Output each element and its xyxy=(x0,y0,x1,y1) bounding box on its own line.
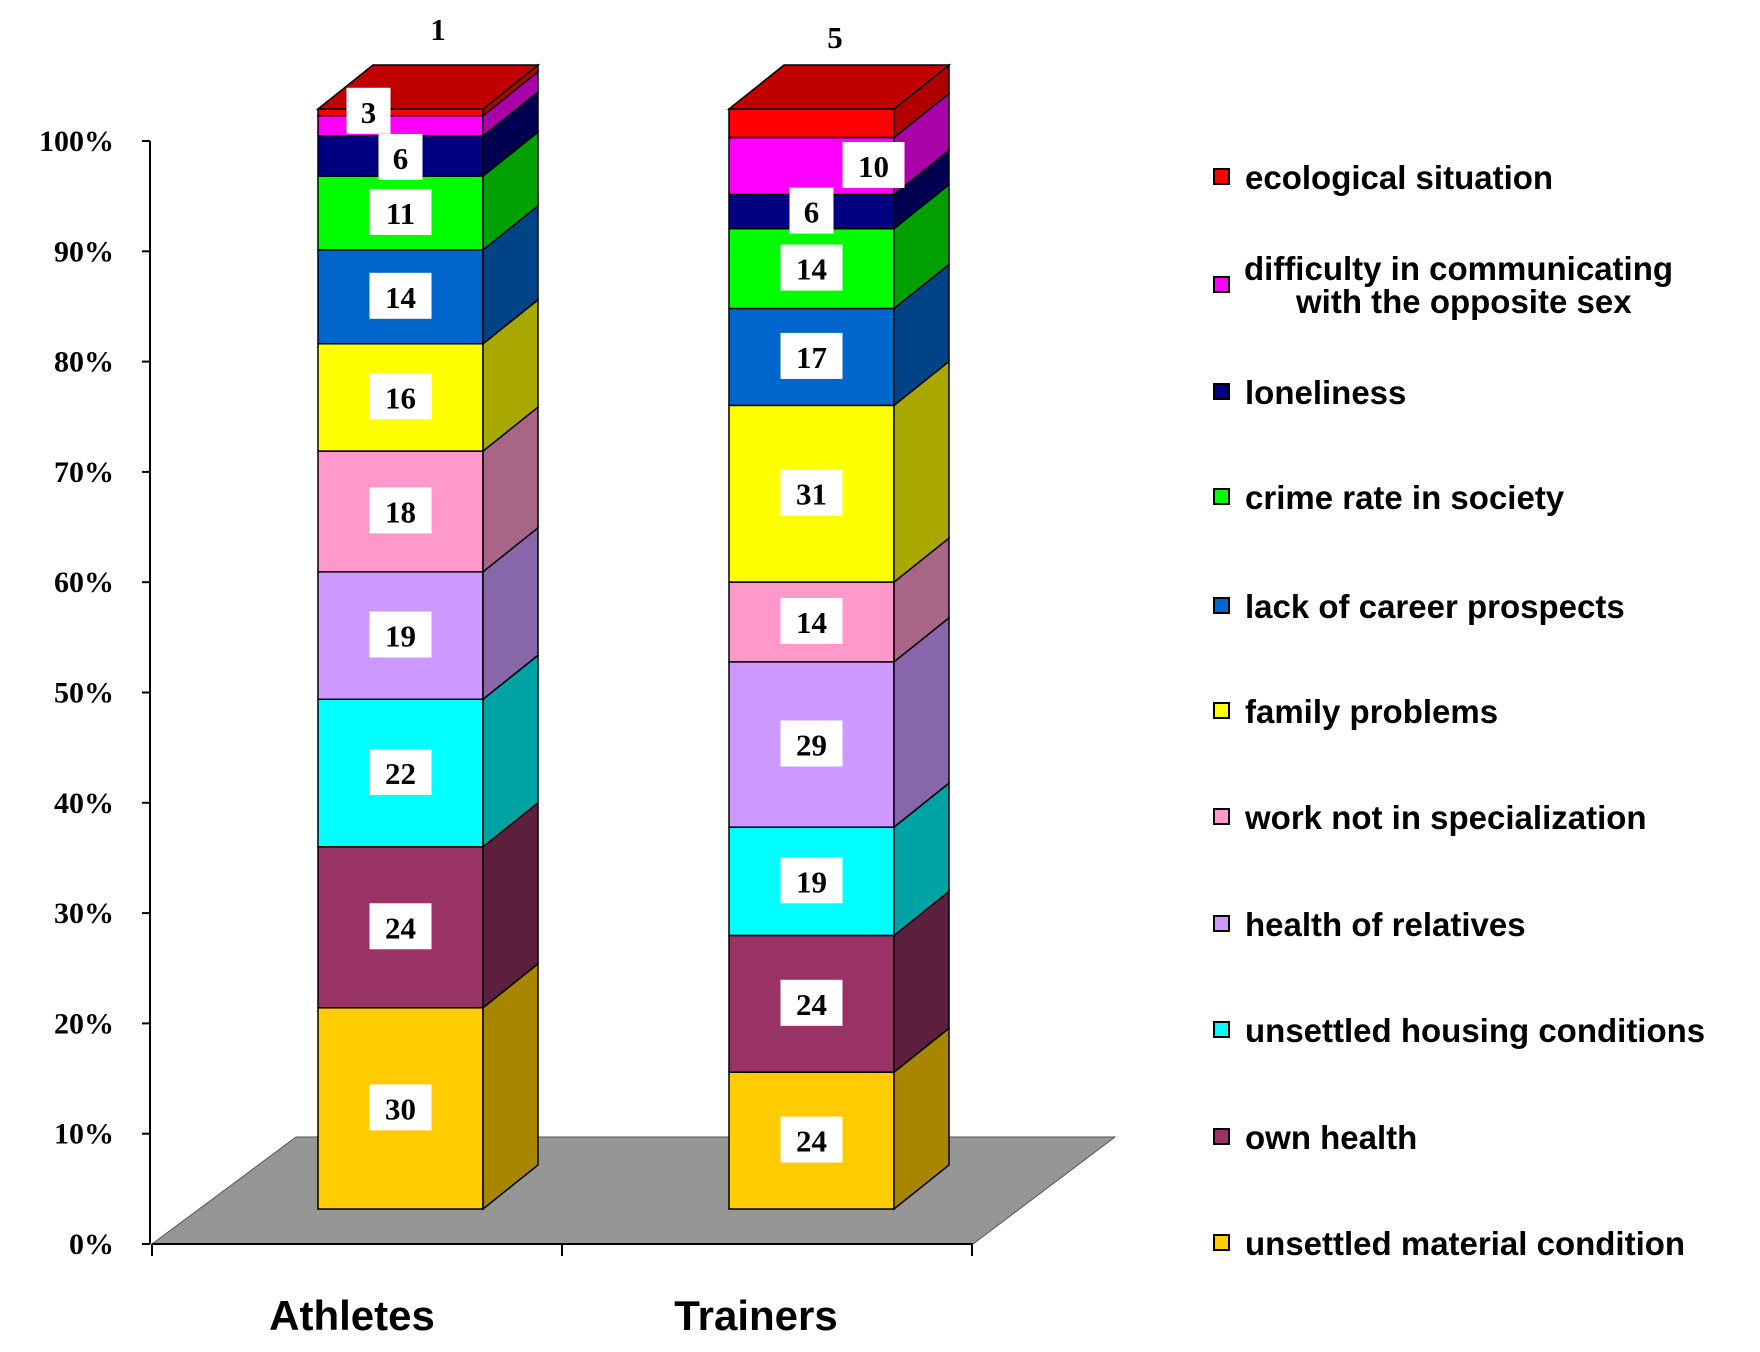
legend-label: work not in specialization xyxy=(1244,799,1647,836)
legend-swatch xyxy=(1213,1128,1230,1145)
data-label-box xyxy=(780,979,843,1026)
data-label: 10 xyxy=(858,149,889,184)
data-label: 24 xyxy=(796,987,827,1022)
data-label-box xyxy=(369,373,432,420)
data-label-box xyxy=(369,611,432,658)
data-label-box xyxy=(369,903,432,950)
data-label: 19 xyxy=(796,864,827,899)
data-label-box xyxy=(780,1116,843,1163)
data-label: 22 xyxy=(385,756,416,791)
data-label-box xyxy=(780,597,843,644)
data-label: 14 xyxy=(796,252,827,287)
legend-label: ecological situation xyxy=(1245,159,1553,196)
data-label: 31 xyxy=(796,477,827,512)
legend-swatch xyxy=(1213,276,1230,293)
y-tick-label: 80% xyxy=(54,346,114,379)
y-tick-label: 60% xyxy=(54,566,114,599)
legend-swatch xyxy=(1213,808,1230,825)
bar-segment xyxy=(317,114,484,137)
category-label: Athletes xyxy=(269,1292,435,1339)
legend-label: health of relatives xyxy=(1245,906,1526,943)
legend-swatch xyxy=(1213,488,1230,505)
data-label: 6 xyxy=(804,195,820,230)
data-label-box xyxy=(369,487,432,534)
data-label-box xyxy=(780,244,843,291)
data-label-box xyxy=(346,87,391,134)
bar-top-face xyxy=(726,64,952,110)
y-tick-label: 20% xyxy=(54,1007,114,1040)
legend-label: with the opposite sex xyxy=(1295,283,1632,320)
bar-segment xyxy=(728,108,895,139)
data-label: 30 xyxy=(385,1091,416,1126)
data-label-box xyxy=(780,469,843,516)
y-tick-label: 40% xyxy=(54,787,114,820)
legend-swatch xyxy=(1213,168,1230,185)
data-label: 1 xyxy=(430,12,446,47)
data-label-box xyxy=(780,720,843,767)
data-label-box xyxy=(789,187,834,234)
data-label: 11 xyxy=(386,196,415,231)
legend-swatch xyxy=(1213,383,1230,400)
data-label: 19 xyxy=(385,619,416,654)
chart-floor xyxy=(150,1136,1117,1245)
data-label-box xyxy=(369,272,432,319)
y-tick-label: 30% xyxy=(54,897,114,930)
legend-label: unsettled material condition xyxy=(1245,1225,1685,1262)
data-label: 24 xyxy=(796,1124,827,1159)
legend-label: loneliness xyxy=(1245,374,1406,411)
legend-label: lack of career prospects xyxy=(1245,588,1625,625)
legend-label: crime rate in society xyxy=(1245,479,1565,516)
data-label-box xyxy=(378,133,423,180)
legend-swatch xyxy=(1213,915,1230,932)
data-label-box xyxy=(780,857,843,904)
legend-label: unsettled housing conditions xyxy=(1245,1012,1705,1049)
data-label-box xyxy=(780,332,843,379)
data-label: 3 xyxy=(361,95,377,130)
legend-swatch xyxy=(1213,1021,1230,1038)
y-tick-label: 50% xyxy=(54,677,114,710)
data-label-box xyxy=(842,141,905,188)
data-label: 5 xyxy=(827,20,843,55)
bar-segment xyxy=(317,108,484,117)
data-label: 6 xyxy=(393,141,409,176)
data-label: 17 xyxy=(796,340,827,375)
data-label: 14 xyxy=(796,605,827,640)
legend-swatch xyxy=(1213,702,1230,719)
y-tick-label: 0% xyxy=(69,1228,114,1261)
legend-label: own health xyxy=(1245,1119,1417,1156)
data-label: 24 xyxy=(385,910,416,945)
data-label: 14 xyxy=(385,280,416,315)
y-tick-label: 100% xyxy=(39,125,114,158)
data-label: 16 xyxy=(385,380,416,415)
y-tick-label: 90% xyxy=(54,235,114,268)
y-tick-label: 70% xyxy=(54,456,114,489)
y-tick-label: 10% xyxy=(54,1118,114,1151)
data-label-box xyxy=(369,749,432,796)
data-label: 18 xyxy=(385,494,416,529)
legend-label: difficulty in communicating xyxy=(1244,250,1673,287)
legend-swatch xyxy=(1213,597,1230,614)
legend-label: family problems xyxy=(1245,693,1498,730)
category-label: Trainers xyxy=(674,1292,837,1339)
legend-swatch xyxy=(1213,1234,1230,1251)
data-label-box xyxy=(369,188,432,235)
data-label: 29 xyxy=(796,727,827,762)
data-label-box xyxy=(369,1084,432,1131)
